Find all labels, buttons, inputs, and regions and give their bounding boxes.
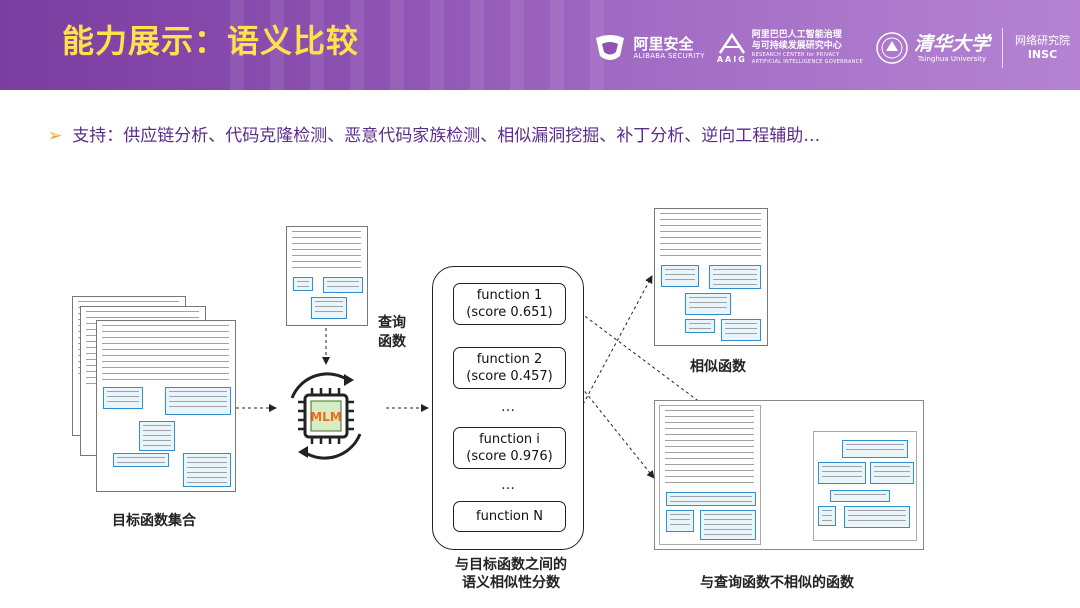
function-score-list: function 1 (score 0.651) function 2 (sco… [432,266,584,550]
page-title: 能力展示：语义比较 [62,22,360,60]
target-function-card-front [96,320,236,492]
function-2-box: function 2 (score 0.457) [453,347,566,389]
mlm-label: MLM [310,410,342,424]
aaig-logo-subtext: RESEARCH CENTER for PRIVACY [751,52,840,58]
function-i-name: function i [479,432,540,447]
function-i-score: (score 0.976) [466,449,553,464]
dissimilar-functions-panel [654,400,924,550]
function-n-name: function N [476,509,543,524]
scores-caption-line1: 与目标函数之间的 [455,557,567,573]
similar-function-card [654,208,768,346]
logo-divider [1002,28,1003,68]
capabilities-text: 支持：供应链分析、代码克隆检测、恶意代码家族检测、相似漏洞挖掘、补丁分析、逆向工… [72,126,821,146]
function-n-box: function N [453,501,566,532]
header-banner: 能力展示：语义比较 阿里安全 ALIBABA SECURITY AAIG 阿里巴… [0,0,1080,90]
tsinghua-logo-subtext: Tsinghua University [917,54,987,63]
query-function-card [286,226,368,326]
function-i-box: function i (score 0.976) [453,427,566,469]
function-1-score: (score 0.651) [466,305,553,320]
tsinghua-seal-icon [876,32,908,64]
alibaba-shield-icon [596,35,625,60]
similar-label: 相似函数 [690,359,746,375]
function-2-name: function 2 [476,352,543,367]
aaig-emblem-icon [718,32,745,54]
alibaba-security-logo: 阿里安全 ALIBABA SECURITY [592,32,704,64]
query-label-line2: 函数 [378,334,406,350]
dissimilar-function-card-1 [659,405,761,545]
targets-label: 目标函数集合 [112,513,196,529]
alibaba-logo-text: 阿里安全 [633,34,694,53]
capabilities-bullet: ➢ 支持：供应链分析、代码克隆检测、恶意代码家族检测、相似漏洞挖掘、补丁分析、逆向… [48,121,820,146]
bullet-arrow-icon: ➢ [48,126,63,146]
dissimilar-label: 与查询函数不相似的函数 [700,575,854,591]
scores-caption-line2: 语义相似性分数 [462,575,560,591]
dissimilar-function-card-2 [813,431,917,541]
ellipsis-upper: … [501,399,515,415]
tsinghua-logo-text: 清华大学 [913,32,990,55]
query-label-line1: 查询 [378,315,406,331]
insc-logo-subtext: INSC [1027,48,1058,61]
insc-logo: 网络研究院 INSC [1015,34,1070,62]
aaig-logo-text: 阿里巴巴人工智能治理 [751,30,842,40]
aaig-logo-subtext-2: ARTIFICIAL INTELLIGENCE GOVERNANCE [751,59,863,65]
alibaba-logo-subtext: ALIBABA SECURITY [633,51,705,60]
tsinghua-logo: 清华大学 Tsinghua University [875,31,990,65]
function-1-box: function 1 (score 0.651) [453,283,566,325]
aaig-logo-text-2: 与可持续发展研究中心 [751,41,842,51]
query-label: 查询 函数 [378,314,406,352]
logo-strip: 阿里安全 ALIBABA SECURITY AAIG 阿里巴巴人工智能治理 与可… [592,22,1070,74]
aaig-logo: AAIG 阿里巴巴人工智能治理 与可持续发展研究中心 RESEARCH CENT… [717,30,863,66]
mlm-chip-icon: MLM [290,372,362,460]
function-1-name: function 1 [476,288,543,303]
aaig-mark-text: AAIG [716,54,747,64]
function-2-score: (score 0.457) [466,369,553,384]
ellipsis-lower: … [501,477,515,493]
insc-logo-text: 网络研究院 [1015,34,1070,47]
scores-caption: 与目标函数之间的 语义相似性分数 [446,556,576,592]
